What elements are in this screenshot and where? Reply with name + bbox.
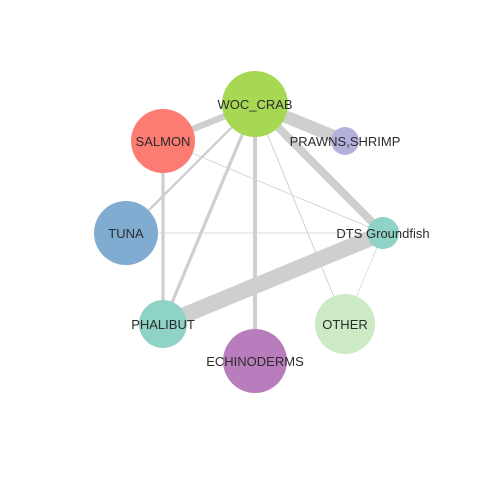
node-echinoderms[interactable] xyxy=(223,329,287,393)
node-label-echinoderms: ECHINODERMS xyxy=(206,354,304,369)
edge-dts_groundfish-phalibut xyxy=(159,225,387,332)
node-label-other: OTHER xyxy=(322,317,368,332)
node-label-woc-crab: WOC_CRAB xyxy=(217,97,292,112)
node-label-salmon: SALMON xyxy=(136,134,191,149)
node-phalibut[interactable] xyxy=(139,300,187,348)
node-label-prawns-shrimp: PRAWNS,SHRIMP xyxy=(290,134,401,149)
edge-salmon-dts_groundfish xyxy=(162,140,384,234)
node-dts-groundfish[interactable] xyxy=(367,217,399,249)
node-other[interactable] xyxy=(315,294,375,354)
node-tuna[interactable] xyxy=(94,201,158,265)
node-label-phalibut: PHALIBUT xyxy=(131,317,195,332)
node-layer xyxy=(94,71,399,393)
node-prawns-shrimp[interactable] xyxy=(331,127,359,155)
node-label-tuna: TUNA xyxy=(108,226,144,241)
label-layer: WOC_CRAB SALMON PRAWNS,SHRIMP TUNA DTS Groun… xyxy=(108,97,429,369)
edge-woc_crab-other xyxy=(254,103,346,325)
node-salmon[interactable] xyxy=(131,109,195,173)
node-label-dts-groundfish: DTS Groundfish xyxy=(336,226,429,241)
edge-woc_crab-phalibut xyxy=(161,103,257,325)
node-woc-crab[interactable] xyxy=(222,71,288,137)
